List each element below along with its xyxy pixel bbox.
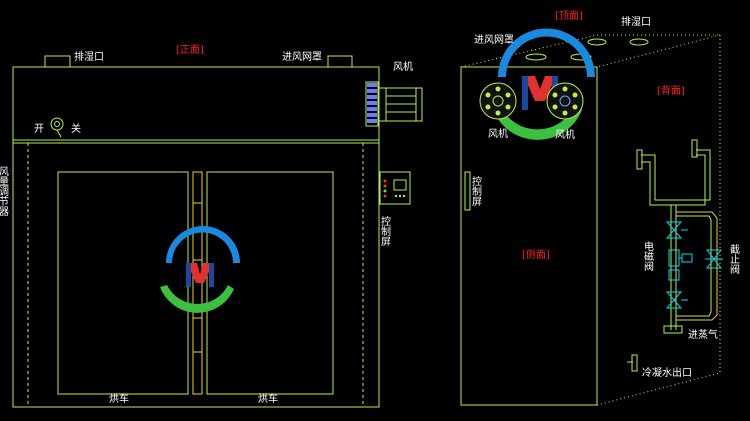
damper-open-label: 开 xyxy=(34,124,44,135)
iso-fan-right-label: 风机 xyxy=(555,128,575,141)
front-control-label: 控制屏 xyxy=(379,215,391,247)
control-indicator-lights xyxy=(383,179,406,198)
front-control-panel[interactable] xyxy=(379,171,411,205)
solenoid-valve-icon xyxy=(668,249,693,281)
iso-top-ports xyxy=(525,38,649,61)
front-fan-grille-slats xyxy=(367,83,377,123)
left-door[interactable] xyxy=(57,171,189,395)
iso-control-label: 控制屏 xyxy=(470,175,482,207)
front-title: [正面] xyxy=(176,45,204,56)
iso-fan-left-label: 风机 xyxy=(488,127,508,140)
damper-knob-icon[interactable] xyxy=(50,117,64,138)
iso-intake-label: 进风网罩 xyxy=(474,34,514,46)
condensate-out-label: 冷凝水出口 xyxy=(642,366,692,379)
solenoid-valve-top-icon xyxy=(665,221,688,239)
iso-exhaust-label: 排湿口 xyxy=(621,15,651,28)
fan-right-icon xyxy=(546,82,584,120)
iso-front-face xyxy=(460,66,598,406)
door-latches xyxy=(193,202,202,353)
stop-valve-icon xyxy=(705,249,723,269)
iso-back-label: [背面] xyxy=(657,84,685,97)
front-intake-hood xyxy=(327,55,353,67)
damper-close-label: 关 xyxy=(71,122,81,135)
iso-top-label: [顶面] xyxy=(555,10,583,22)
steam-in-label: 进蒸气 xyxy=(688,328,718,341)
damper-side-label: 风量调节器 xyxy=(0,166,9,217)
right-door[interactable] xyxy=(206,171,334,395)
front-view: 排湿口 [正面] 进风网罩 风机 开 关 风量调节器 控制屏 烘车 烘车 xyxy=(0,45,423,408)
solenoid-label: 电磁阀 xyxy=(642,240,654,272)
front-exhaust-label: 排湿口 xyxy=(74,50,104,63)
front-fan-label: 风机 xyxy=(393,60,413,73)
cart-left-label: 烘车 xyxy=(109,392,129,405)
front-fan-motor xyxy=(377,87,423,122)
iso-view: [顶面] 排湿口 进风网罩 [背面] 风机 风机 控制屏 [侧面] 电磁阀 截止… xyxy=(460,10,740,406)
fan-left-icon xyxy=(479,82,517,120)
cart-right-label: 烘车 xyxy=(258,392,278,405)
iso-side-label: [侧面] xyxy=(522,248,550,261)
front-intake-label: 进风网罩 xyxy=(282,51,322,63)
front-body-outline xyxy=(12,66,380,408)
iso-control-screen[interactable] xyxy=(464,171,471,211)
front-logo xyxy=(160,226,240,313)
stop-valve-label: 截止阀 xyxy=(728,243,740,275)
solenoid-valve-bottom-icon xyxy=(665,291,688,309)
front-exhaust-port xyxy=(44,55,71,67)
